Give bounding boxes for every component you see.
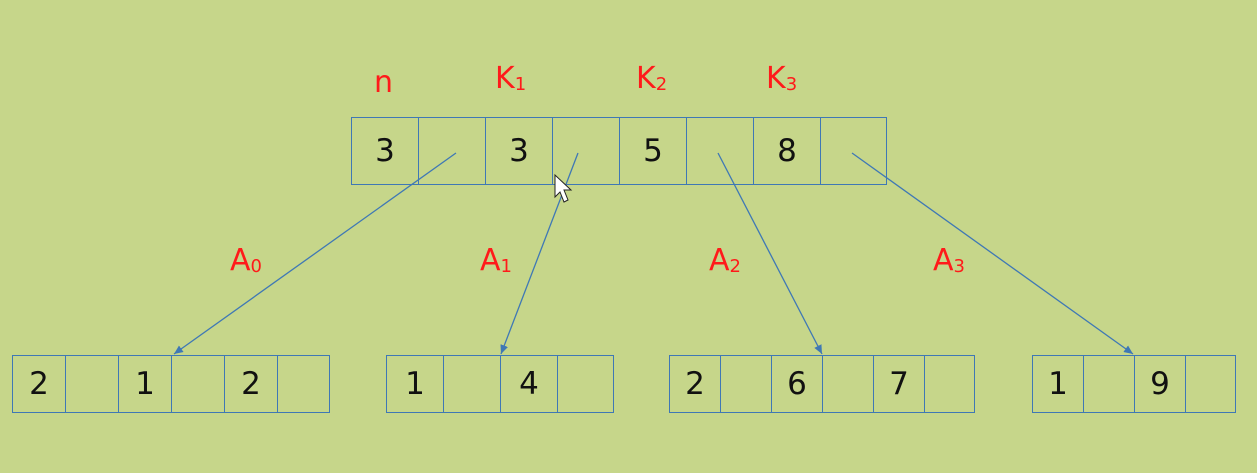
- child-2-cell: [924, 355, 975, 413]
- root-cell-k1: 3: [485, 117, 552, 185]
- label-n: n: [374, 65, 394, 100]
- child-3-cell: 9: [1134, 355, 1185, 413]
- child-1-cell: [557, 355, 614, 413]
- root-cell-n: 3: [351, 117, 418, 185]
- arrow-a0: [173, 152, 457, 355]
- child-node-3: 1 9: [1032, 355, 1236, 413]
- child-0-cell: [65, 355, 118, 413]
- pointer-label-a2: A2: [709, 243, 741, 278]
- child-0-cell: 1: [118, 355, 171, 413]
- root-cell-k3: 8: [753, 117, 820, 185]
- root-node: 3 3 5 8: [351, 117, 887, 185]
- mouse-cursor-icon: [554, 173, 573, 203]
- child-2-cell: 2: [669, 355, 720, 413]
- child-2-cell: [720, 355, 771, 413]
- root-cell-a3: [820, 117, 887, 185]
- pointer-label-a1: A1: [480, 243, 512, 278]
- arrow-a3: [851, 152, 1134, 355]
- child-1-cell: 1: [386, 355, 443, 413]
- child-node-1: 1 4: [386, 355, 614, 413]
- child-3-cell: 1: [1032, 355, 1083, 413]
- pointer-label-a3: A3: [933, 243, 965, 278]
- root-cell-a1: [552, 117, 619, 185]
- child-3-cell: [1185, 355, 1236, 413]
- arrow-a2: [717, 152, 823, 355]
- child-0-cell: [277, 355, 330, 413]
- child-0-cell: 2: [224, 355, 277, 413]
- root-cell-k2: 5: [619, 117, 686, 185]
- child-3-cell: [1083, 355, 1134, 413]
- child-node-2: 2 6 7: [669, 355, 975, 413]
- pointer-label-a0: A0: [230, 243, 262, 278]
- child-2-cell: 6: [771, 355, 822, 413]
- label-k3: K3: [766, 61, 798, 96]
- arrow-a1: [500, 152, 579, 355]
- child-node-0: 2 1 2: [12, 355, 330, 413]
- child-2-cell: 7: [873, 355, 924, 413]
- child-1-cell: [443, 355, 500, 413]
- child-2-cell: [822, 355, 873, 413]
- label-k1: K1: [495, 61, 527, 96]
- label-k2: K2: [636, 61, 668, 96]
- root-cell-a0: [418, 117, 485, 185]
- child-1-cell: 4: [500, 355, 557, 413]
- child-0-cell: 2: [12, 355, 65, 413]
- root-cell-a2: [686, 117, 753, 185]
- child-0-cell: [171, 355, 224, 413]
